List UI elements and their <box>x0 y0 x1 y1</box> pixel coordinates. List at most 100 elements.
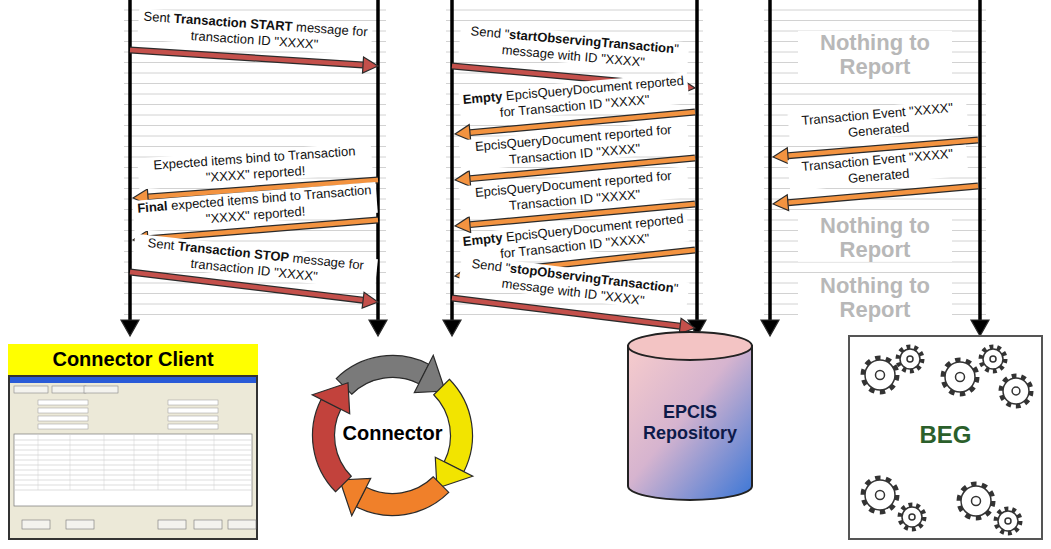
message-label: Sent Transaction START message for trans… <box>137 8 373 55</box>
grid-line <box>446 73 703 74</box>
window-button <box>194 520 222 529</box>
node-label: EPCIS Repository <box>625 402 755 443</box>
table-row <box>15 480 251 481</box>
gear-teeth <box>996 509 1020 533</box>
form-field <box>168 400 218 405</box>
message-label: Empty EpcisQueryDocument reported for Tr… <box>458 211 689 266</box>
message-label: Empty EpcisQueryDocument reported for Tr… <box>459 72 690 123</box>
grid-line <box>124 73 386 74</box>
form-field <box>168 424 218 429</box>
gear-body <box>900 349 920 369</box>
gear-teeth <box>863 478 897 512</box>
form-field <box>38 424 88 429</box>
table-row <box>15 465 251 466</box>
form-field <box>168 408 218 413</box>
gear-teeth <box>981 347 1005 371</box>
gear-body <box>865 360 895 390</box>
message-label: EpcisQueryDocument reported for Transact… <box>459 120 690 171</box>
table-column <box>104 435 105 490</box>
table-column <box>186 435 187 490</box>
arrow-head <box>443 320 461 336</box>
message-text: EpcisQueryDocument reported for Transact… <box>499 211 684 261</box>
cycle-arrowhead <box>312 383 349 414</box>
table-column <box>134 435 135 490</box>
window-titlebar <box>10 376 256 383</box>
table-column <box>158 435 159 490</box>
window-button <box>66 520 94 529</box>
gear-hub <box>972 497 981 506</box>
table-row <box>15 485 251 486</box>
gear-hub <box>1005 518 1011 524</box>
grid-line <box>764 10 986 11</box>
window-tab <box>84 386 118 393</box>
lifelines <box>121 0 989 336</box>
engine-frame <box>849 336 1042 539</box>
cycle-arc <box>313 399 352 491</box>
message-label: Transaction Event "XXXX" Generated <box>787 99 968 146</box>
message-text: Send " <box>470 23 510 41</box>
node-label: Connector Client <box>8 344 258 377</box>
arrow <box>761 0 779 336</box>
arrow-head <box>455 125 471 141</box>
window-button <box>158 520 186 529</box>
arrow-head <box>455 217 471 233</box>
table-row <box>15 440 251 441</box>
grid-line <box>124 125 386 126</box>
arrow-head <box>455 171 471 187</box>
table-row <box>15 455 251 456</box>
message-emphasis: Final <box>137 198 168 215</box>
form-field <box>38 416 88 421</box>
grid-line <box>764 83 986 84</box>
gear-hub <box>876 371 885 380</box>
gear-body <box>945 362 975 392</box>
arrow-head <box>369 320 387 336</box>
arrow-head <box>773 148 789 164</box>
gear-body <box>998 511 1018 531</box>
gear-body <box>1003 378 1029 404</box>
table-row <box>15 470 251 471</box>
table-area <box>14 434 252 506</box>
cycle-arc <box>336 356 428 395</box>
message-label: EpcisQueryDocument reported for Transact… <box>459 166 690 217</box>
status-note: Nothing to Report <box>798 31 952 79</box>
grid-line <box>446 20 703 21</box>
message-text: expected items bind to Transaction "XXXX… <box>167 182 372 226</box>
connector-cycle: Connector <box>300 338 485 533</box>
arrow-head <box>363 57 378 73</box>
form-field <box>168 416 218 421</box>
grid-line <box>124 304 386 305</box>
grid-line <box>764 94 986 95</box>
message-text: Sent <box>147 235 179 253</box>
table-row <box>15 450 251 451</box>
gear-teeth <box>863 358 897 392</box>
table-row <box>15 460 251 461</box>
grid-line <box>124 136 386 137</box>
arrow-head <box>362 292 378 308</box>
window-tab <box>52 386 86 393</box>
cylinder-top <box>628 332 752 360</box>
window-frame <box>9 345 257 539</box>
arrow-shaft <box>978 0 982 321</box>
message-arrows <box>130 50 978 334</box>
arrow-head <box>971 320 989 336</box>
arrow <box>971 0 989 336</box>
grid-line <box>124 314 386 315</box>
gear-hub <box>876 491 885 500</box>
status-note: Nothing to Report <box>798 214 952 262</box>
grid-line <box>764 20 986 21</box>
window-button <box>22 520 50 529</box>
arrow-shaft <box>695 0 699 321</box>
message-text: EpcisQueryDocument reported for Transact… <box>499 73 684 120</box>
table-column <box>214 435 215 490</box>
gear-teeth <box>959 484 993 518</box>
message-label: Final expected items bind to Transaction… <box>132 182 378 232</box>
cycle-arc <box>356 477 448 516</box>
repository-cylinder: EPCIS Repository <box>625 330 755 502</box>
gear-body <box>983 349 1003 369</box>
gear-hub <box>956 373 965 382</box>
gear-body <box>961 486 991 516</box>
engine-box: BEG <box>848 335 1043 540</box>
gear-hub <box>1012 387 1020 395</box>
arrow-shaft <box>450 0 454 321</box>
